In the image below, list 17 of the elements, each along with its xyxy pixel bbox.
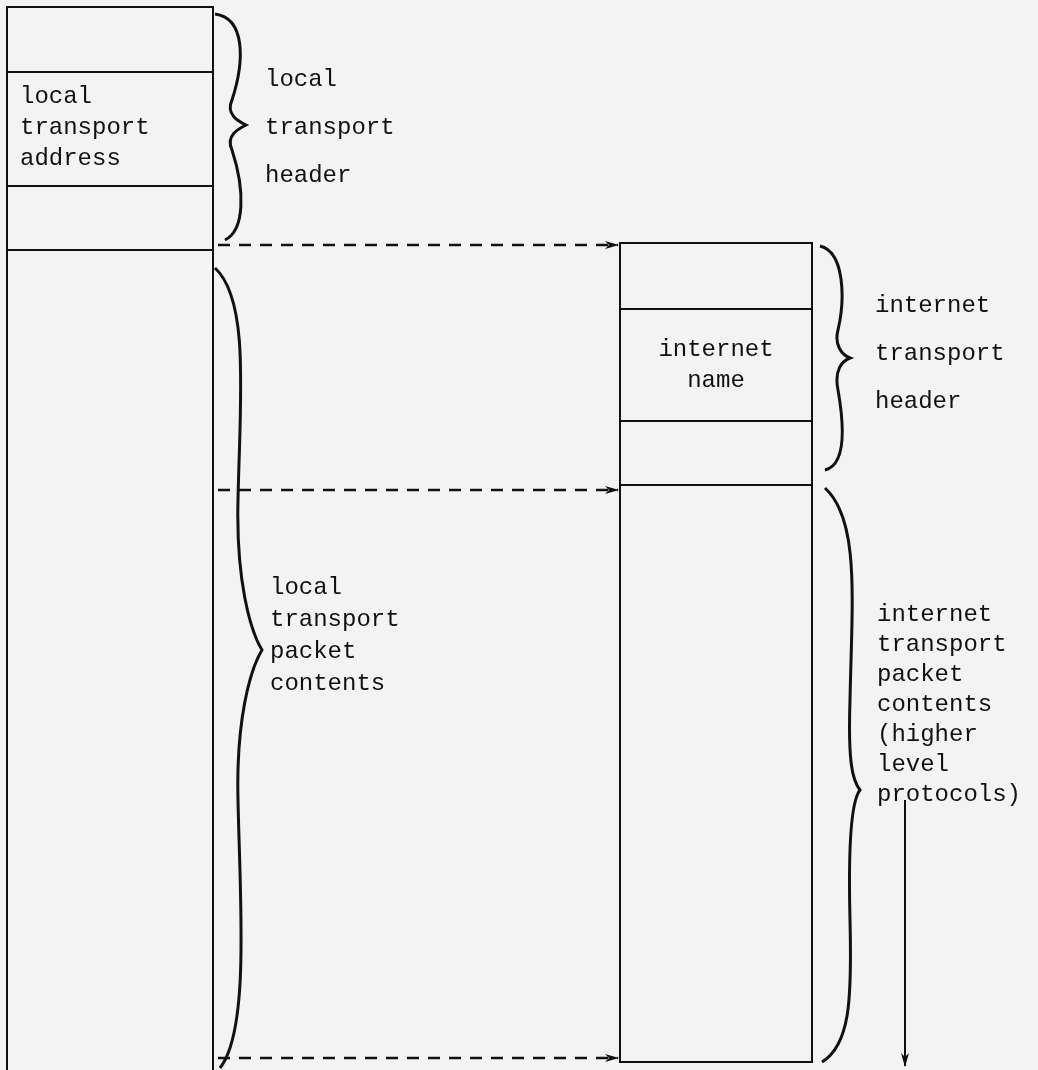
field-cell — [6, 71, 214, 187]
dashed-arrow — [218, 241, 619, 249]
brace-label: internet transport packet contents (higher level protocols) — [877, 600, 1023, 810]
dashed-arrow — [218, 486, 619, 494]
field-label: local transport address — [20, 82, 151, 174]
brace-label: local transport packet contents — [270, 573, 401, 699]
empty-field-cell — [619, 484, 813, 1063]
field-label: internet name — [657, 335, 775, 396]
field-cell — [619, 308, 813, 422]
dashed-arrow — [218, 1054, 619, 1062]
empty-field-cell — [6, 185, 214, 251]
empty-field-cell — [619, 420, 813, 486]
empty-field-cell — [6, 6, 214, 73]
brace-label: local transport header — [265, 65, 396, 191]
brace-label: internet transport header — [875, 291, 1006, 417]
empty-field-cell — [619, 242, 813, 310]
empty-field-cell — [6, 249, 214, 1070]
